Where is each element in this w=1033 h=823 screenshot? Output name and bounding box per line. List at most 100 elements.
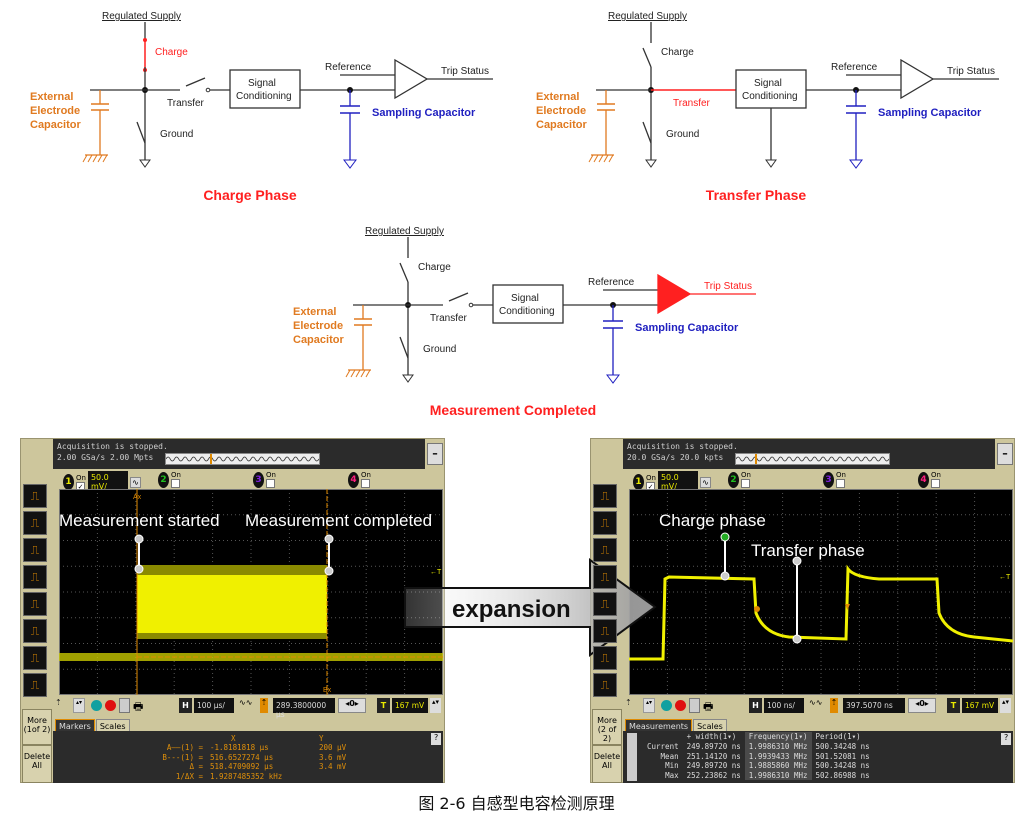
fine-coarse-icon[interactable]: ∿∿	[239, 698, 253, 707]
wire	[588, 154, 594, 163]
wire	[448, 292, 469, 302]
trigger-level[interactable]: 167 mV	[962, 698, 998, 713]
annotation-transfer-phase: Transfer phase	[751, 541, 865, 560]
print-icon[interactable]: 🖶	[703, 700, 714, 713]
ground-icon	[402, 374, 414, 383]
measure-top-icon[interactable]: ⎍	[23, 619, 47, 643]
trip-status-label: Trip Status	[947, 66, 995, 77]
external-capacitor-label: Capacitor	[30, 119, 81, 131]
annotation-measurement-started: Measurement started	[59, 511, 220, 530]
channel-on-checkbox[interactable]	[361, 479, 370, 488]
time-per-div[interactable]: 100 µs/	[194, 698, 234, 713]
channel-on-checkbox[interactable]	[171, 479, 180, 488]
minimize-button[interactable]: –	[997, 443, 1013, 465]
channel-on-checkbox[interactable]	[741, 479, 750, 488]
more-button[interactable]: More (2 of 2)	[592, 709, 622, 745]
stop-icon[interactable]	[675, 700, 686, 711]
help-button[interactable]: ?	[431, 733, 441, 745]
measure-period-icon[interactable]: ⎍	[23, 565, 47, 589]
external-capacitor-label: Capacitor	[536, 119, 587, 131]
measure-toolbar: ⎍ ⎍ ⎍ ⎍ ⎍ ⎍ ⎍ ⎍	[23, 484, 49, 700]
measure-overshoot-icon[interactable]: ⎍	[593, 673, 617, 697]
measure-base-icon[interactable]: ⎍	[593, 646, 617, 670]
channel-on-checkbox[interactable]	[266, 479, 275, 488]
wire	[136, 121, 146, 144]
measure-top-icon[interactable]: ⎍	[593, 619, 617, 643]
more-button[interactable]: More (1of 2)	[22, 709, 52, 745]
delay-field[interactable]: 289.3800000 µs	[273, 698, 335, 719]
delay-stepper[interactable]: ◂0▸	[908, 698, 936, 713]
delay-stepper[interactable]: ◂0▸	[338, 698, 366, 713]
channel-on-checkbox[interactable]	[931, 479, 940, 488]
wire	[355, 369, 361, 378]
measure-amplitude-icon[interactable]: ⎍	[23, 592, 47, 616]
measure-base-icon[interactable]: ⎍	[23, 646, 47, 670]
delete-all-button[interactable]: Delete All	[22, 745, 52, 783]
run-icon[interactable]	[661, 700, 672, 711]
coupling-icon[interactable]: ∿	[129, 476, 141, 488]
minimize-button[interactable]: –	[427, 443, 443, 465]
pin-icon[interactable]: ⇡	[55, 698, 62, 707]
measure-width-icon[interactable]: ⎍	[593, 538, 617, 562]
delay-field[interactable]: 397.5070 ns	[843, 698, 905, 713]
acquisition-status: Acquisition is stopped.20.0 GSa/s 20.0 k…	[623, 439, 995, 469]
channel-on-checkbox[interactable]	[836, 479, 845, 488]
measurements-panel: ?+ width(1▾)Frequency(1▾)Period(1▾)Curre…	[623, 731, 1013, 783]
run-icon[interactable]	[91, 700, 102, 711]
sampling-capacitor-label: Sampling Capacitor	[635, 322, 739, 334]
measure-width-icon[interactable]: ⎍	[23, 538, 47, 562]
measure-fall-icon[interactable]: ⎍	[593, 511, 617, 535]
charge-label: Charge	[661, 47, 694, 58]
trigger-stepper[interactable]: ▴▾	[1000, 698, 1011, 713]
print-icon[interactable]: 🖶	[133, 700, 144, 713]
scroll-stepper[interactable]: ▴▾	[643, 698, 655, 713]
measure-period-icon[interactable]: ⎍	[593, 565, 617, 589]
fine-coarse-icon[interactable]: ∿∿	[809, 698, 823, 707]
measure-overshoot-icon[interactable]: ⎍	[23, 673, 47, 697]
signal-conditioning-box	[735, 69, 807, 109]
single-icon[interactable]	[119, 698, 130, 713]
time-per-div[interactable]: 100 ns/	[764, 698, 804, 713]
sample-rate: 2.00 GSa/s 2.00 Mpts	[57, 453, 154, 462]
trigger-level[interactable]: 167 mV	[392, 698, 428, 713]
annotation-dot	[134, 534, 144, 544]
sampling-capacitor-label: Sampling Capacitor	[372, 107, 476, 119]
trigger-stepper[interactable]: ▴▾	[430, 698, 441, 713]
measure-rise-icon[interactable]: ⎍	[593, 484, 617, 508]
measure-fall-icon[interactable]: ⎍	[23, 511, 47, 535]
signal-conditioning-box	[492, 284, 564, 324]
delete-all-button[interactable]: Delete All	[592, 745, 622, 783]
overview-bar[interactable]	[735, 453, 890, 465]
supply-label: Regulated Supply	[608, 11, 687, 22]
scrollbar[interactable]	[627, 733, 637, 781]
overview-bar[interactable]	[165, 453, 320, 465]
volts-per-div[interactable]: 50.0 mV/	[657, 471, 698, 493]
stop-icon[interactable]	[105, 700, 116, 711]
help-button[interactable]: ?	[1001, 733, 1011, 745]
wire	[642, 121, 652, 144]
volts-per-div[interactable]: 50.0 mV/	[87, 471, 128, 493]
wire	[97, 154, 103, 163]
measure-amplitude-icon[interactable]: ⎍	[593, 592, 617, 616]
annotation-dot	[792, 634, 802, 644]
trigger-icon: T	[947, 698, 960, 713]
scroll-stepper[interactable]: ▴▾	[73, 698, 85, 713]
channel-number: 3	[253, 471, 264, 488]
measure-rise-icon[interactable]: ⎍	[23, 484, 47, 508]
coupling-icon[interactable]: ∿	[699, 476, 711, 488]
pin-icon[interactable]: ⇡	[625, 698, 632, 707]
single-icon[interactable]	[689, 698, 700, 713]
signal-conditioning-label: Conditioning	[742, 91, 798, 102]
delay-zero: 0	[919, 699, 925, 708]
channel-number: 2	[728, 471, 739, 488]
